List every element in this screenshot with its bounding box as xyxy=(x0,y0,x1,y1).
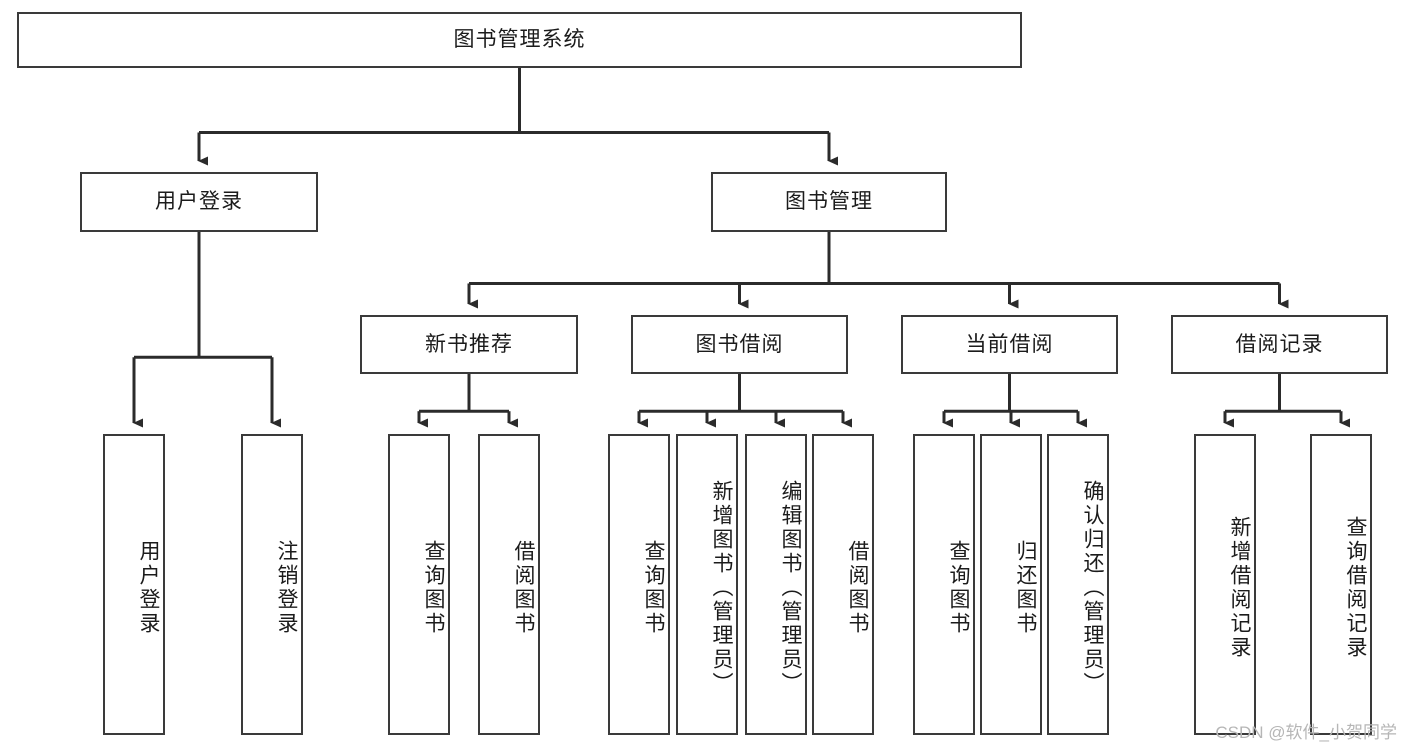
leaf-borrow-add-book-label: 新增图书（管理员） xyxy=(710,479,733,696)
leaf-borrow-edit-book-label: 编辑图书（管理员） xyxy=(779,479,802,696)
node-root-label: 图书管理系统 xyxy=(453,28,586,52)
leaf-record-add[interactable]: 新增借阅记录 xyxy=(1194,434,1256,735)
leaf-user-logout[interactable]: 注销登录 xyxy=(241,434,303,735)
leaf-current-return-book-label: 归还图书 xyxy=(1014,539,1037,636)
leaf-borrow-edit-book[interactable]: 编辑图书（管理员） xyxy=(745,434,807,735)
node-book-borrow-label: 图书借阅 xyxy=(695,332,784,356)
leaf-record-add-label: 新增借阅记录 xyxy=(1228,515,1251,660)
leaf-current-query-book-label: 查询图书 xyxy=(947,539,970,636)
leaf-current-confirm-return[interactable]: 确认归还（管理员） xyxy=(1047,434,1109,735)
leaf-borrow-query-book[interactable]: 查询图书 xyxy=(608,434,670,735)
node-borrow-record[interactable]: 借阅记录 xyxy=(1171,315,1388,374)
node-current-borrow[interactable]: 当前借阅 xyxy=(901,315,1118,374)
leaf-current-query-book[interactable]: 查询图书 xyxy=(913,434,975,735)
csdn-watermark: CSDN @软件_小贺同学 xyxy=(1215,723,1397,742)
leaf-borrow-lend-book-label: 借阅图书 xyxy=(846,539,869,636)
node-borrow-record-label: 借阅记录 xyxy=(1235,332,1324,356)
leaf-borrow-lend-book[interactable]: 借阅图书 xyxy=(812,434,874,735)
leaf-current-confirm-return-label: 确认归还（管理员） xyxy=(1081,479,1104,696)
leaf-new-query-book[interactable]: 查询图书 xyxy=(388,434,450,735)
leaf-record-query[interactable]: 查询借阅记录 xyxy=(1310,434,1372,735)
node-book-borrow[interactable]: 图书借阅 xyxy=(631,315,848,374)
leaf-current-return-book[interactable]: 归还图书 xyxy=(980,434,1042,735)
node-current-borrow-label: 当前借阅 xyxy=(965,332,1054,356)
node-new-book-recommend[interactable]: 新书推荐 xyxy=(360,315,578,374)
node-user-login-module[interactable]: 用户登录 xyxy=(80,172,318,232)
node-user-login-module-label: 用户登录 xyxy=(155,190,243,214)
leaf-new-borrow-book-label: 借阅图书 xyxy=(512,539,535,636)
leaf-new-query-book-label: 查询图书 xyxy=(422,539,445,636)
leaf-user-logout-label: 注销登录 xyxy=(275,539,298,636)
leaf-user-login[interactable]: 用户登录 xyxy=(103,434,165,735)
leaf-user-login-label: 用户登录 xyxy=(137,539,160,636)
node-root[interactable]: 图书管理系统 xyxy=(17,12,1022,68)
node-new-book-recommend-label: 新书推荐 xyxy=(425,332,513,356)
leaf-new-borrow-book[interactable]: 借阅图书 xyxy=(478,434,540,735)
leaf-record-query-label: 查询借阅记录 xyxy=(1344,515,1367,660)
leaf-borrow-add-book[interactable]: 新增图书（管理员） xyxy=(676,434,738,735)
node-book-management-module-label: 图书管理 xyxy=(785,190,873,214)
leaf-borrow-query-book-label: 查询图书 xyxy=(642,539,665,636)
node-book-management-module[interactable]: 图书管理 xyxy=(711,172,947,232)
